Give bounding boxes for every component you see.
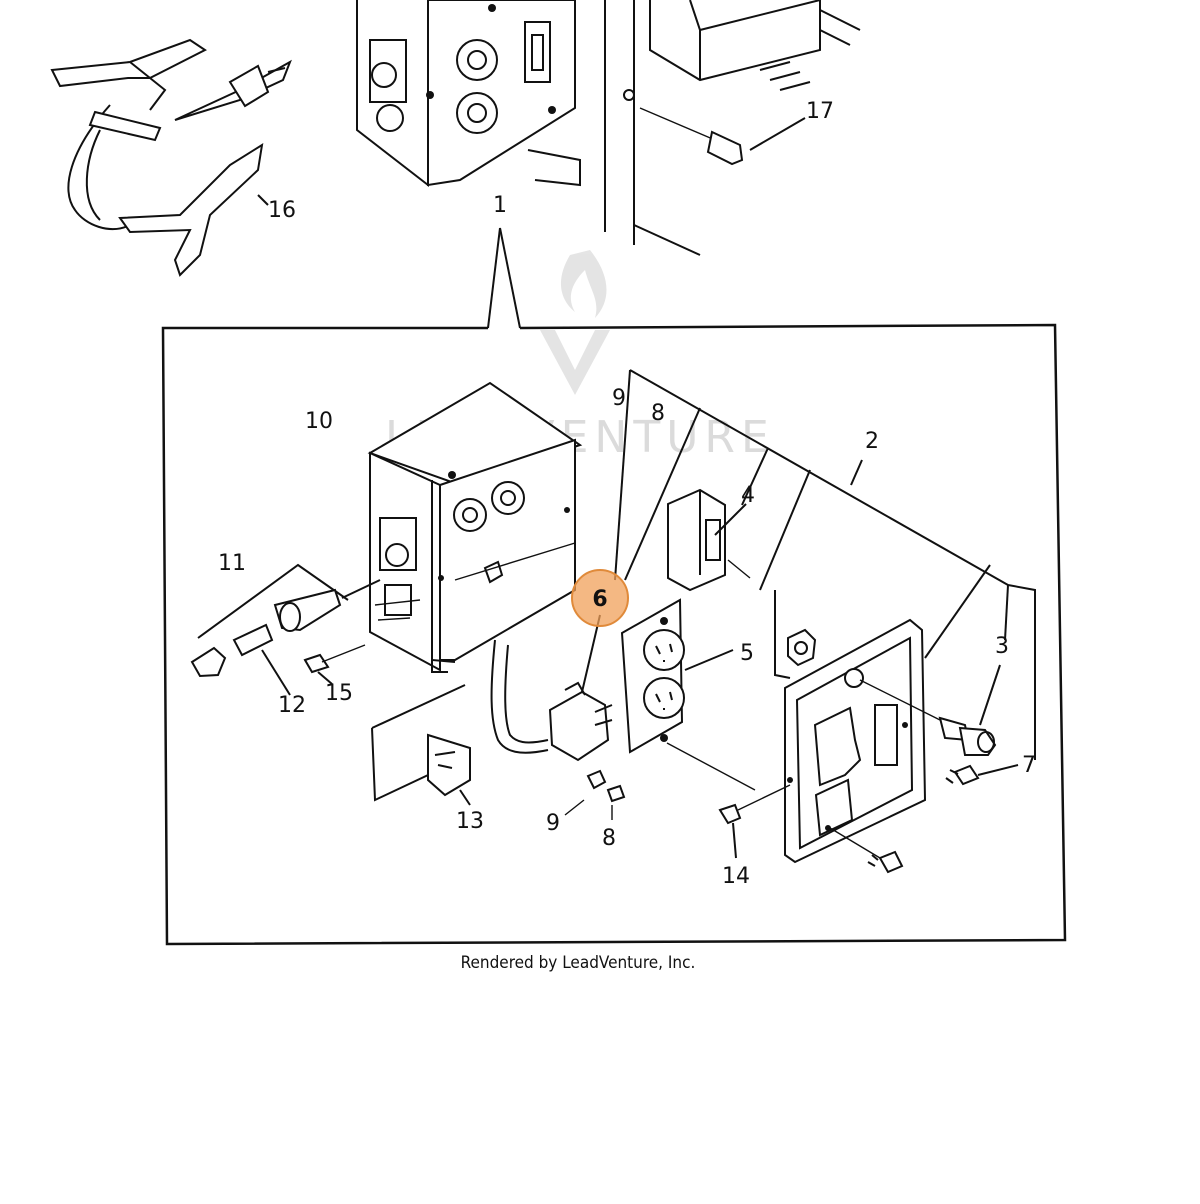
screw-17	[639, 107, 806, 166]
callout-8-top[interactable]: 8	[651, 401, 665, 426]
assembled-control-box	[356, 0, 861, 256]
callout-5[interactable]: 5	[740, 641, 754, 666]
callout-13[interactable]: 13	[456, 809, 484, 834]
callout-11[interactable]: 11	[218, 551, 246, 576]
callout-9-bottom[interactable]: 9	[546, 811, 560, 836]
switch-4	[667, 488, 751, 592]
nut-washer-9-8	[564, 769, 626, 820]
highlight-circle[interactable]	[571, 569, 629, 627]
callout-17[interactable]: 17	[806, 99, 834, 124]
battery-cable-16	[50, 38, 292, 277]
callout-3[interactable]: 3	[995, 634, 1009, 659]
callout-10[interactable]: 10	[305, 409, 333, 434]
screw-lower	[829, 827, 904, 874]
callout-6[interactable]: 6	[592, 587, 607, 612]
cover-plate	[774, 590, 927, 864]
callout-6-highlight[interactable]: 6	[571, 569, 629, 627]
receptacle-5	[620, 598, 756, 791]
detail-leader	[487, 227, 521, 329]
callout-14[interactable]: 14	[722, 864, 750, 889]
callout-2[interactable]: 2	[865, 429, 879, 454]
nut-upper	[787, 628, 817, 667]
screw-7	[945, 764, 1019, 786]
callout-4[interactable]: 4	[741, 483, 755, 508]
callout-labels: 17 16 1 9 8 2 10 4 11 3 5 12 15 7 13 9 8…	[218, 99, 1036, 889]
footer-credit: Rendered by LeadVenture, Inc.	[461, 953, 696, 973]
screw-15	[303, 644, 366, 685]
wire-harness-6	[490, 614, 613, 762]
kit-bracket	[614, 369, 1036, 760]
inlet-13	[371, 684, 471, 806]
callout-12[interactable]: 12	[278, 693, 306, 718]
callout-8-bottom[interactable]: 8	[602, 826, 616, 851]
callout-16[interactable]: 16	[268, 198, 296, 223]
detail-frame	[161, 323, 1067, 946]
fuse-holder-11	[190, 563, 381, 696]
callout-9-top[interactable]: 9	[612, 386, 626, 411]
box-body-10	[367, 381, 583, 673]
callout-1[interactable]: 1	[493, 193, 507, 218]
callout-7[interactable]: 7	[1022, 753, 1036, 778]
screw-14	[718, 784, 791, 859]
pilot-light-3	[859, 664, 1001, 756]
callout-15[interactable]: 15	[325, 681, 353, 706]
